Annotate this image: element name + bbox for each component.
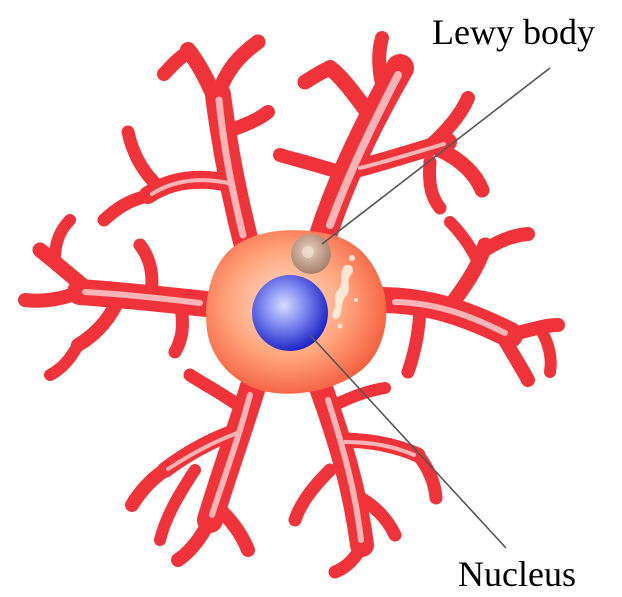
dendrite-branch	[429, 162, 440, 208]
dendrite-branch	[164, 52, 188, 74]
dendrite-branch	[280, 155, 348, 175]
dendrite-branch	[510, 325, 558, 335]
dendrite-branch	[305, 68, 330, 82]
dendrite-branch	[379, 38, 384, 92]
dendrite-branch	[540, 328, 551, 372]
nucleus-label: Nucleus	[458, 556, 576, 592]
dendrite-branch	[190, 375, 245, 410]
dendrite-branch	[330, 68, 372, 118]
dendrite-branch	[25, 292, 80, 301]
dendrite-branch	[450, 222, 478, 262]
dendrite-branch	[160, 470, 195, 540]
dendrite-branch	[335, 388, 385, 405]
dendrite-branch	[104, 196, 148, 220]
dendrite-branch	[295, 470, 330, 520]
lewy-body-label: Lewy body	[432, 14, 595, 50]
nucleus	[252, 275, 328, 351]
dendrite-branch	[50, 345, 78, 375]
lewy-body-core	[302, 246, 314, 258]
dendrite-branch	[218, 42, 258, 95]
dendrite-branch	[440, 150, 482, 190]
dendrite-branch	[175, 302, 182, 352]
dendrite-branch	[132, 470, 165, 505]
dendrite-branch	[128, 132, 160, 188]
dendrite-branch	[178, 520, 210, 560]
dendrite-branch	[335, 545, 362, 572]
dendrite-branch	[485, 234, 528, 250]
dendrite-branch	[55, 220, 70, 258]
